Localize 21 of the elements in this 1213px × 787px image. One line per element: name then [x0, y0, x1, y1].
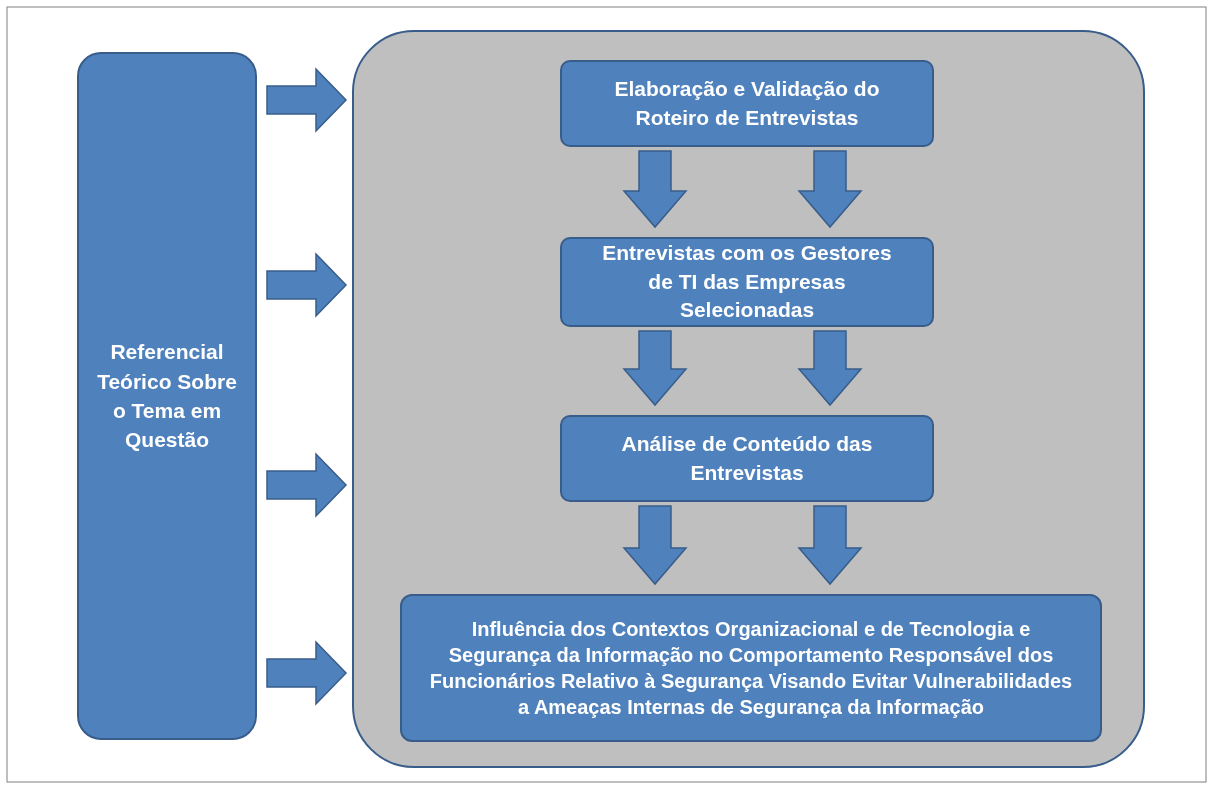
block-arrow [266, 252, 348, 318]
process-box [560, 415, 934, 502]
block-arrow [266, 67, 348, 133]
block-arrow [622, 505, 688, 586]
process-box [77, 52, 257, 740]
process-box [560, 60, 934, 147]
process-box [400, 594, 1102, 742]
container-panel [352, 30, 1145, 768]
block-arrow [266, 640, 348, 706]
block-arrow [266, 452, 348, 518]
block-arrow [797, 505, 863, 586]
block-arrow [797, 330, 863, 407]
block-arrow [797, 150, 863, 229]
process-box [560, 237, 934, 327]
box-label: Elaboração e Validação do Roteiro de Entrevistas [613, 76, 881, 131]
box-label: Análise de Conteúdo das Entrevistas [620, 431, 874, 486]
block-arrow [622, 330, 688, 407]
block-arrow [622, 150, 688, 229]
box-label: Entrevistas com os Gestores de TI das Empresas Selecionadas [602, 240, 892, 324]
box-label: Influência dos Contextos Organizacional e de Tecnologia e Segurança da Informação no Comportamento Responsável dos Funcionários Relativo à Segurança Visando Evitar Vulnerabilidades a Ameaças Internas de Segurança da Informação [428, 617, 1074, 720]
box-label: Referencial Teórico Sobre o Tema em Questão [96, 339, 238, 454]
